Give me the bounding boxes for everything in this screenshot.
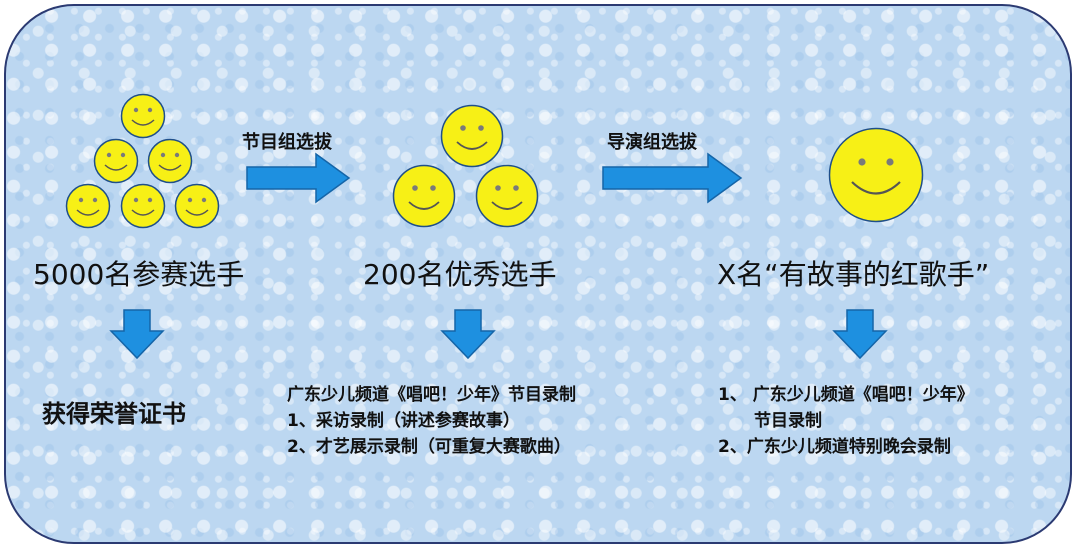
right-arrow-icon [246, 152, 351, 204]
stage-count-label: X名“有故事的红歌手” [717, 258, 990, 291]
funnel-panel [4, 4, 1072, 544]
down-arrow-icon [832, 309, 888, 360]
outcome-line: 2、才艺展示录制（可重复大赛歌曲） [287, 437, 571, 457]
smiley-face-icon [65, 183, 111, 229]
smiley-face-icon [120, 93, 166, 139]
transition-label: 节目组选拔 [242, 132, 332, 153]
outcome-line: 广东少儿频道《唱吧！少年》节目录制 [287, 385, 576, 405]
right-arrow-icon [602, 152, 743, 204]
smiley-face-icon [828, 127, 924, 223]
smiley-face-icon [440, 104, 504, 168]
transition-label: 导演组选拔 [607, 132, 697, 153]
smiley-face-icon [392, 164, 456, 228]
outcome-line: 1、 广东少儿频道《唱吧！少年》 [718, 385, 974, 405]
smiley-face-icon [93, 138, 139, 184]
smiley-face-icon [174, 183, 220, 229]
stage-outcome: 1、 广东少儿频道《唱吧！少年》 节目录制 2、广东少儿频道特别晚会录制 [718, 382, 974, 460]
stage-count-label: 5000名参赛选手 [33, 258, 245, 291]
down-arrow-icon [440, 309, 496, 360]
smiley-face-icon [120, 183, 166, 229]
outcome-line: 节目录制 [754, 411, 822, 431]
down-arrow-icon [109, 309, 165, 360]
stage-outcome: 获得荣誉证书 [42, 400, 186, 428]
stage-outcome: 广东少儿频道《唱吧！少年》节目录制 1、采访录制（讲述参赛故事） 2、才艺展示录… [287, 382, 576, 460]
stage-count-label: 200名优秀选手 [363, 258, 557, 291]
smiley-face-icon [475, 164, 539, 228]
outcome-line: 1、采访录制（讲述参赛故事） [287, 411, 520, 431]
outcome-line: 2、广东少儿频道特别晚会录制 [718, 437, 951, 457]
smiley-face-icon [147, 138, 193, 184]
